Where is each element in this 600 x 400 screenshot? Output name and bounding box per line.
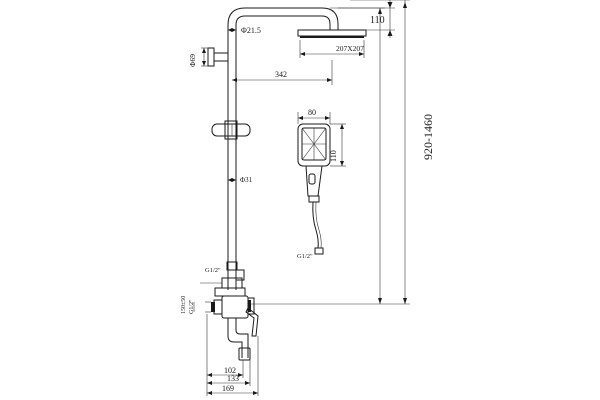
diverter-valve: G1/2" (200, 261, 245, 289)
hand-width-dimension: 80 (297, 108, 331, 124)
arm-pipe-diameter-dimension: Φ21.5 (228, 26, 261, 35)
total-height-dimension: 920-1460 (250, 0, 435, 305)
arm-reach-label: 342 (275, 70, 287, 79)
total-height-label: 920-1460 (421, 114, 435, 160)
hose-thread-label: G1/2" (297, 253, 313, 260)
spout-102-label: 102 (224, 366, 236, 375)
wall-bracket-top: Φ69 (188, 47, 229, 67)
riser-pipe (227, 45, 237, 290)
slide-holder (211, 120, 251, 140)
holder-diameter-label: Φ69 (188, 54, 197, 67)
mixer-lever-handle (245, 307, 259, 337)
riser-diameter-label: Φ31 (240, 176, 253, 184)
overall-169-label: 169 (222, 384, 234, 393)
hand-length-dimension: 110 (329, 123, 346, 167)
riser-diameter-dimension: Φ31 (228, 176, 253, 184)
inlet-thread-label: G1/2" (189, 299, 195, 314)
inlet-centers-label: 150±50 (181, 296, 187, 314)
hand-length-label: 110 (329, 150, 338, 162)
shower-arm (227, 7, 339, 45)
mixer-valve-body: 150±50 G1/2" (181, 287, 255, 319)
hose-connector: G1/2" (297, 247, 324, 260)
arm-pipe-diameter-label: Φ21.5 (241, 26, 261, 35)
head-drop-label: 110 (370, 15, 385, 26)
diverter-thread-label: G1/2" (205, 267, 221, 274)
bath-spout (227, 318, 251, 361)
rain-shower-head (297, 29, 367, 38)
head-size-label: 207X207 (336, 44, 364, 53)
spout-dimensions: 102 133 169 (206, 314, 259, 396)
hand-shower-spray-face (301, 127, 327, 161)
hand-width-label: 80 (308, 108, 316, 117)
spout-133-label: 133 (227, 374, 239, 383)
head-size-dimension: 207X207 (299, 40, 365, 58)
hand-shower (297, 123, 331, 249)
arm-reach-dimension: 342 (232, 60, 333, 85)
